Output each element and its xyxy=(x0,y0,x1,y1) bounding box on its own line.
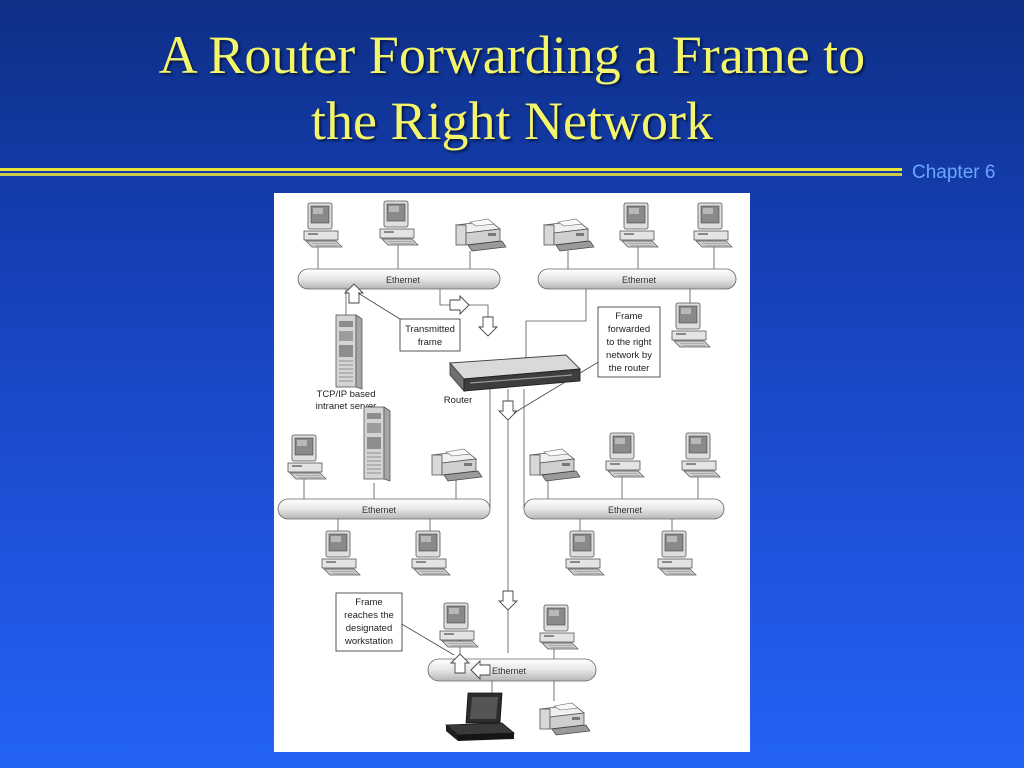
workstation-icon xyxy=(411,530,451,576)
frame-arrow-icon xyxy=(449,295,470,315)
callout-frame-forwarded: Frame forwarded to the right network by … xyxy=(513,306,661,414)
callout-text: designated xyxy=(346,623,392,634)
workstation-icon xyxy=(657,530,697,576)
printer-icon xyxy=(529,448,581,482)
workstation-icon xyxy=(693,202,733,248)
ethernet-label: Ethernet xyxy=(608,505,643,515)
ethernet-segment-top-left: Ethernet xyxy=(297,268,501,290)
router-label: Router xyxy=(444,395,473,406)
server-icon xyxy=(335,314,363,390)
ethernet-segment-mid-left: Ethernet xyxy=(277,498,491,520)
chapter-label: Chapter 6 xyxy=(912,162,996,183)
callout-text: frame xyxy=(418,337,442,348)
ethernet-label: Ethernet xyxy=(362,505,397,515)
workstation-icon xyxy=(439,602,479,648)
ethernet-segment-top-right: Ethernet xyxy=(537,268,737,290)
ethernet-label: Ethernet xyxy=(386,275,421,285)
callout-text: workstation xyxy=(344,636,393,647)
workstation-icon xyxy=(287,434,327,480)
slide-title: A Router Forwarding a Frame to the Right… xyxy=(0,22,1024,154)
callout-frame-reaches: Frame reaches the designated workstation xyxy=(335,592,455,656)
printer-icon xyxy=(539,702,591,736)
callout-text: Frame xyxy=(355,597,382,608)
callout-text: Transmitted xyxy=(405,324,455,335)
network-diagram: Ethernet Ethernet Ethernet Ethernet Ethe… xyxy=(274,193,750,752)
divider-line-lower xyxy=(0,173,902,176)
callout-text: forwarded xyxy=(608,324,650,335)
callout-transmitted-frame: Transmitted frame xyxy=(357,292,461,352)
ethernet-label: Ethernet xyxy=(492,666,527,676)
laptop-icon xyxy=(444,692,516,741)
title-divider xyxy=(0,168,902,176)
workstation-icon xyxy=(379,200,419,246)
workstation-icon xyxy=(321,530,361,576)
network-diagram-svg: Ethernet Ethernet Ethernet Ethernet Ethe… xyxy=(277,200,737,741)
router-icon xyxy=(449,354,582,393)
workstation-icon xyxy=(605,432,645,478)
printer-icon xyxy=(431,448,483,482)
server-label-line-2: intranet server xyxy=(316,401,377,412)
title-line-2: the Right Network xyxy=(311,91,713,151)
callout-text: network by xyxy=(606,350,652,361)
callout-text: Frame xyxy=(615,311,642,322)
frame-arrow-icon xyxy=(498,400,518,421)
workstation-icon xyxy=(619,202,659,248)
ethernet-segment-bottom: Ethernet xyxy=(427,658,597,682)
workstation-icon xyxy=(671,302,711,348)
server-icon xyxy=(363,406,391,482)
server-label-line-1: TCP/IP based xyxy=(317,389,376,400)
workstation-icon xyxy=(565,530,605,576)
callout-text: to the right xyxy=(607,337,652,348)
callout-text: reaches the xyxy=(344,610,394,621)
frame-arrow-icon xyxy=(498,590,518,611)
workstation-icon xyxy=(303,202,343,248)
callout-text: the router xyxy=(609,363,650,374)
title-line-1: A Router Forwarding a Frame to xyxy=(158,25,866,85)
workstation-icon xyxy=(539,604,579,650)
printer-icon xyxy=(455,218,507,252)
divider-line-upper xyxy=(0,168,902,171)
ethernet-segment-mid-right: Ethernet xyxy=(523,498,725,520)
ethernet-label: Ethernet xyxy=(622,275,657,285)
workstation-icon xyxy=(681,432,721,478)
frame-arrow-icon xyxy=(478,316,498,337)
printer-icon xyxy=(543,218,595,252)
